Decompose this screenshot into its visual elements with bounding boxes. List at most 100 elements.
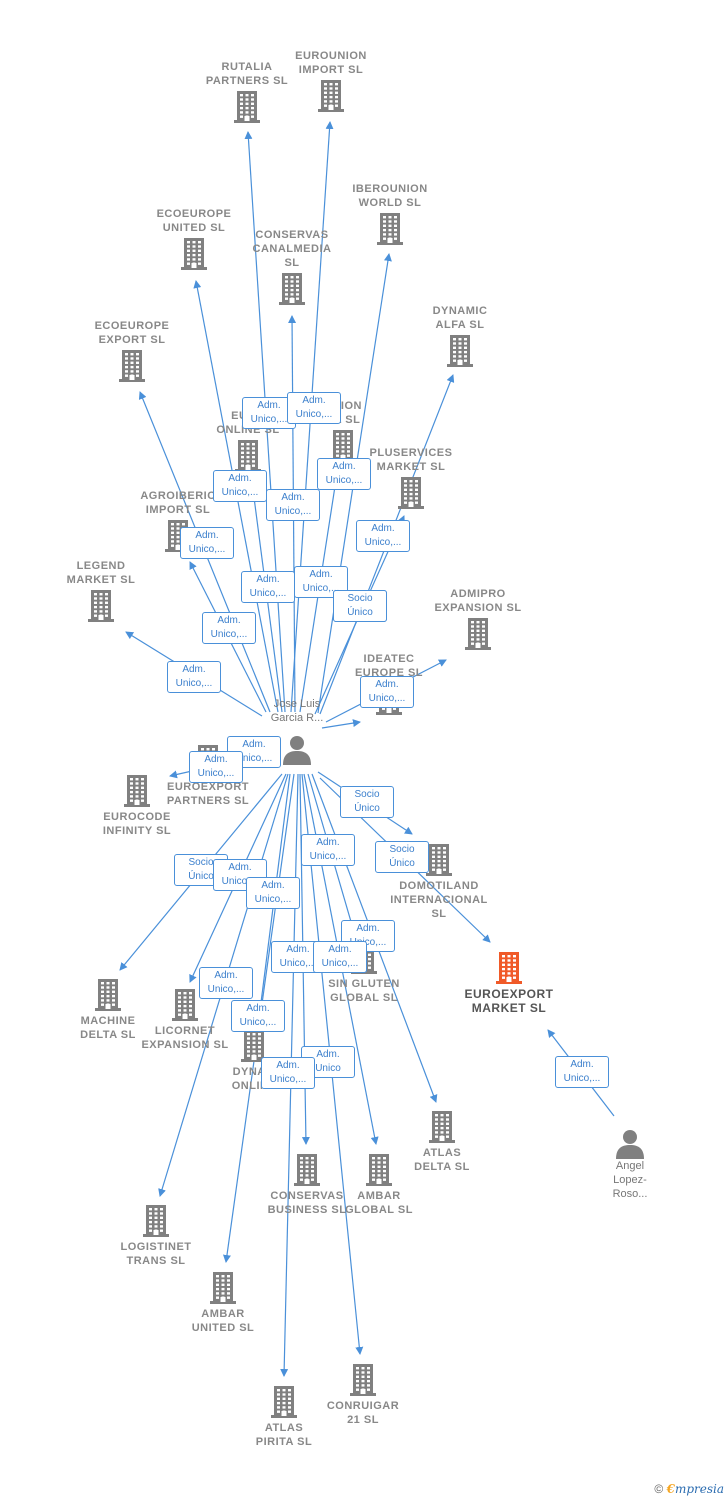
- building-icon: [181, 238, 207, 270]
- edge-role-label[interactable]: Adm. Unico,...: [301, 834, 355, 866]
- person-icon: [283, 736, 311, 765]
- building-icon: [95, 979, 121, 1011]
- building-icon: [447, 335, 473, 367]
- company-label[interactable]: LEGEND MARKET SL: [66, 560, 136, 586]
- company-label[interactable]: CONSERVAS BUSINESS SL: [267, 1190, 347, 1216]
- edge-role-label[interactable]: Adm. Unico,...: [241, 571, 295, 603]
- building-icon: [377, 213, 403, 245]
- edge-role-label[interactable]: Adm. Unico,...: [199, 967, 253, 999]
- company-label[interactable]: AGROIBERIC IMPORT SL: [140, 490, 216, 516]
- edge-role-label[interactable]: Adm. Unico,...: [313, 941, 367, 973]
- building-icon: [465, 618, 491, 650]
- company-node-conservas-canalmedia[interactable]: CONSERVAS CANALMEDIA SL: [237, 228, 347, 306]
- person-icon: [616, 1130, 644, 1159]
- building-icon: [241, 1030, 267, 1062]
- company-label[interactable]: EUROEXPORT MARKET SL: [464, 987, 554, 1015]
- edge-jose-ideatec: [321, 719, 361, 729]
- building-icon: [235, 440, 261, 472]
- company-node-eurounion-import[interactable]: EUROUNION IMPORT SL: [276, 49, 386, 113]
- company-label[interactable]: IBEROUNION WORLD SL: [352, 183, 428, 209]
- person-label[interactable]: Angel Lopez- Roso...: [612, 1160, 648, 1200]
- company-label[interactable]: ADMIPRO EXPANSION SL: [434, 588, 522, 614]
- building-icon: [426, 844, 452, 876]
- building-icon: [496, 952, 522, 984]
- building-icon: [271, 1386, 297, 1418]
- company-node-eurocode-infinity[interactable]: EUROCODE INFINITY SL: [82, 774, 192, 838]
- company-label[interactable]: EUROUNION IMPORT SL: [295, 50, 367, 76]
- company-node-conruigar[interactable]: CONRUIGAR 21 SL: [308, 1363, 418, 1427]
- company-label[interactable]: DYNAMIC ALFA SL: [432, 305, 488, 331]
- building-icon: [318, 80, 344, 112]
- company-label[interactable]: ECOEUROPE EXPORT SL: [94, 320, 170, 346]
- edge-role-label[interactable]: Adm. Unico,...: [261, 1057, 315, 1089]
- company-node-ambar-global[interactable]: AMBAR GLOBAL SL: [324, 1153, 434, 1217]
- company-node-iberounion[interactable]: IBEROUNION WORLD SL: [335, 182, 445, 246]
- company-label[interactable]: SIN GLUTEN GLOBAL SL: [328, 978, 400, 1004]
- edge-role-label[interactable]: Adm. Unico,...: [202, 612, 256, 644]
- edge-role-label[interactable]: Adm. Unico,...: [287, 392, 341, 424]
- company-node-atlas-delta[interactable]: ATLAS DELTA SL: [387, 1110, 497, 1174]
- company-node-legend[interactable]: LEGEND MARKET SL: [46, 559, 156, 623]
- company-node-domotiland[interactable]: DOMOTILAND INTERNACIONAL SL: [384, 843, 494, 921]
- edge-role-label[interactable]: Adm. Unico,...: [555, 1056, 609, 1088]
- brand-logo: €mpresia: [666, 1482, 724, 1496]
- building-icon: [119, 350, 145, 382]
- edge-role-label[interactable]: Adm. Unico,...: [189, 751, 243, 783]
- company-label[interactable]: LOGISTINET TRANS SL: [120, 1241, 192, 1267]
- edge-role-label[interactable]: Adm. Unico,...: [213, 470, 267, 502]
- edge-role-label[interactable]: Adm. Unico,...: [180, 527, 234, 559]
- building-icon: [172, 989, 198, 1021]
- company-node-admipro[interactable]: ADMIPRO EXPANSION SL: [423, 587, 533, 651]
- edge-role-label[interactable]: Socio Único: [375, 841, 429, 873]
- building-icon: [398, 477, 424, 509]
- company-label[interactable]: EUROEXPORT PARTNERS SL: [166, 781, 250, 807]
- edge-role-label[interactable]: Adm. Unico,...: [266, 489, 320, 521]
- company-node-logistinet[interactable]: LOGISTINET TRANS SL: [101, 1204, 211, 1268]
- company-label[interactable]: ATLAS PIRITA SL: [255, 1422, 313, 1448]
- company-label[interactable]: CONRUIGAR 21 SL: [326, 1400, 400, 1426]
- edge-role-label[interactable]: Socio Único: [340, 786, 394, 818]
- company-node-ecoeurope-export[interactable]: ECOEUROPE EXPORT SL: [77, 319, 187, 383]
- company-node-ambar-united[interactable]: AMBAR UNITED SL: [168, 1271, 278, 1335]
- edge-role-label[interactable]: Adm. Unico,...: [356, 520, 410, 552]
- building-icon: [294, 1154, 320, 1186]
- company-node-euroexport-market[interactable]: EUROEXPORT MARKET SL: [454, 951, 564, 1015]
- company-label[interactable]: AMBAR UNITED SL: [191, 1308, 255, 1334]
- company-node-licornet[interactable]: LICORNET EXPANSION SL: [130, 988, 240, 1052]
- company-node-conservas-business[interactable]: CONSERVAS BUSINESS SL: [252, 1153, 362, 1217]
- edge-role-label[interactable]: Adm. Unico,...: [360, 676, 414, 708]
- company-label[interactable]: RUTALIA PARTNERS SL: [205, 61, 289, 87]
- person-label[interactable]: Jose Luis Garcia R...: [270, 698, 324, 724]
- building-icon: [88, 590, 114, 622]
- company-label[interactable]: PLUSERVICES MARKET SL: [369, 447, 453, 473]
- company-node-rutalia[interactable]: RUTALIA PARTNERS SL: [192, 60, 302, 124]
- building-icon: [124, 775, 150, 807]
- building-icon: [143, 1205, 169, 1237]
- company-node-dynamic-alfa[interactable]: DYNAMIC ALFA SL: [405, 304, 515, 368]
- building-icon: [234, 91, 260, 123]
- edge-role-label[interactable]: Socio Único: [333, 590, 387, 622]
- company-node-ecoeurope-united[interactable]: ECOEUROPE UNITED SL: [139, 207, 249, 271]
- building-icon: [366, 1154, 392, 1186]
- building-icon: [279, 273, 305, 305]
- building-icon: [350, 1364, 376, 1396]
- company-label[interactable]: LICORNET EXPANSION SL: [141, 1025, 229, 1051]
- edge-role-label[interactable]: Adm. Unico,...: [317, 458, 371, 490]
- company-node-pluservices[interactable]: PLUSERVICES MARKET SL: [356, 446, 466, 510]
- company-label[interactable]: AMBAR GLOBAL SL: [345, 1190, 413, 1216]
- company-label[interactable]: DOMOTILAND INTERNACIONAL SL: [390, 880, 488, 920]
- company-node-machine-delta[interactable]: MACHINE DELTA SL: [53, 978, 163, 1042]
- company-label[interactable]: MACHINE DELTA SL: [80, 1015, 136, 1041]
- edge-role-label[interactable]: Adm. Unico,...: [231, 1000, 285, 1032]
- person-node-jose[interactable]: Jose Luis Garcia R...: [252, 697, 342, 765]
- company-label[interactable]: ECOEUROPE UNITED SL: [156, 208, 232, 234]
- person-node-angel[interactable]: Angel Lopez- Roso...: [585, 1129, 675, 1201]
- copyright-symbol: ©: [654, 1482, 664, 1496]
- edge-role-label[interactable]: Adm. Unico,...: [167, 661, 221, 693]
- company-label[interactable]: EUROCODE INFINITY SL: [102, 811, 172, 837]
- company-label[interactable]: CONSERVAS CANALMEDIA SL: [252, 229, 332, 269]
- company-node-atlas-pirita[interactable]: ATLAS PIRITA SL: [229, 1385, 339, 1449]
- edge-role-label[interactable]: Adm. Unico,...: [246, 877, 300, 909]
- company-label[interactable]: ATLAS DELTA SL: [414, 1147, 470, 1173]
- building-icon: [429, 1111, 455, 1143]
